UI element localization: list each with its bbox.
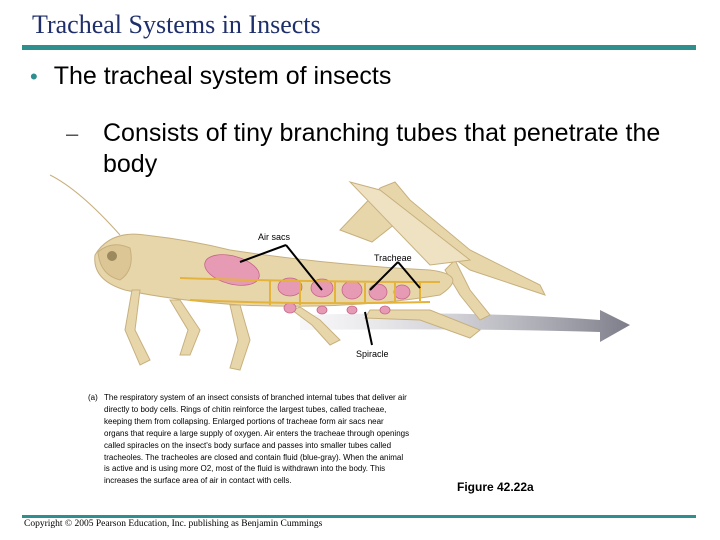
footer-divider [22,515,696,518]
bullet-level-1: • The tracheal system of insects [30,62,391,91]
bullet-level-2: – Consists of tiny branching tubes that … [66,118,696,180]
dash-marker: – [66,121,79,146]
title-divider [22,45,696,50]
label-air-sacs: Air sacs [258,232,291,242]
grasshopper-body [49,174,546,371]
caption-tag: (a) [88,393,98,402]
air-sacs [204,254,411,315]
leader-lines [239,244,421,346]
insect-diagram [49,174,630,371]
bullet-level-1-text: The tracheal system of insects [53,62,392,90]
slide-title: Tracheal Systems in Insects [32,10,321,39]
tracheae [179,277,441,305]
bullet-level-2-text: Consists of tiny branching tubes that pe… [103,119,661,178]
label-spiracle: Spiracle [356,349,389,359]
copyright-notice: Copyright © 2005 Pearson Education, Inc.… [24,519,323,529]
figure-caption: (a) The respiratory system of an insect … [88,392,410,487]
figure-number: Figure 42.22a [457,480,534,494]
label-tracheae: Tracheae [374,253,412,263]
caption-text: The respiratory system of an insect cons… [104,393,410,486]
bullet-marker: • [30,64,38,89]
